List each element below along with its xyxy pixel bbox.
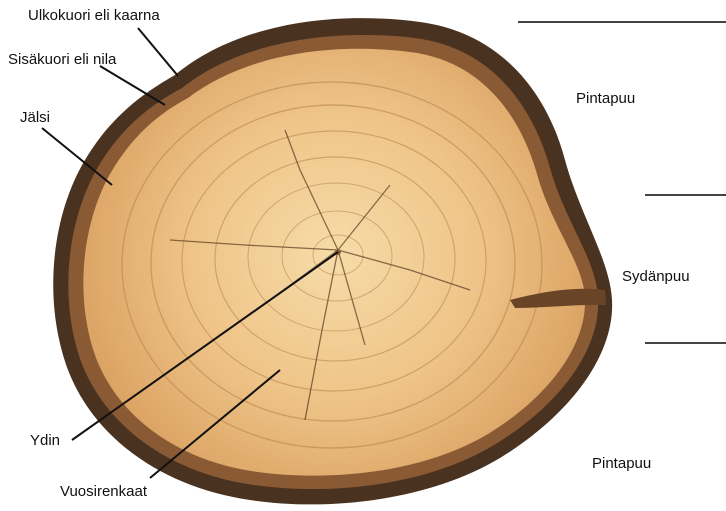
- leader-line-outer-bark: [138, 28, 178, 76]
- label-outer-bark: Ulkokuori eli kaarna: [28, 8, 160, 23]
- label-sapwood-top: Pintapuu: [576, 91, 635, 106]
- label-annual-rings: Vuosirenkaat: [60, 484, 147, 499]
- leader-line-inner-bark: [100, 66, 165, 105]
- label-inner-bark: Sisäkuori eli nila: [8, 52, 116, 67]
- label-sapwood-bottom: Pintapuu: [592, 456, 651, 471]
- label-heartwood: Sydänpuu: [622, 269, 690, 284]
- label-cambium: Jälsi: [20, 110, 50, 125]
- label-pith: Ydin: [30, 433, 60, 448]
